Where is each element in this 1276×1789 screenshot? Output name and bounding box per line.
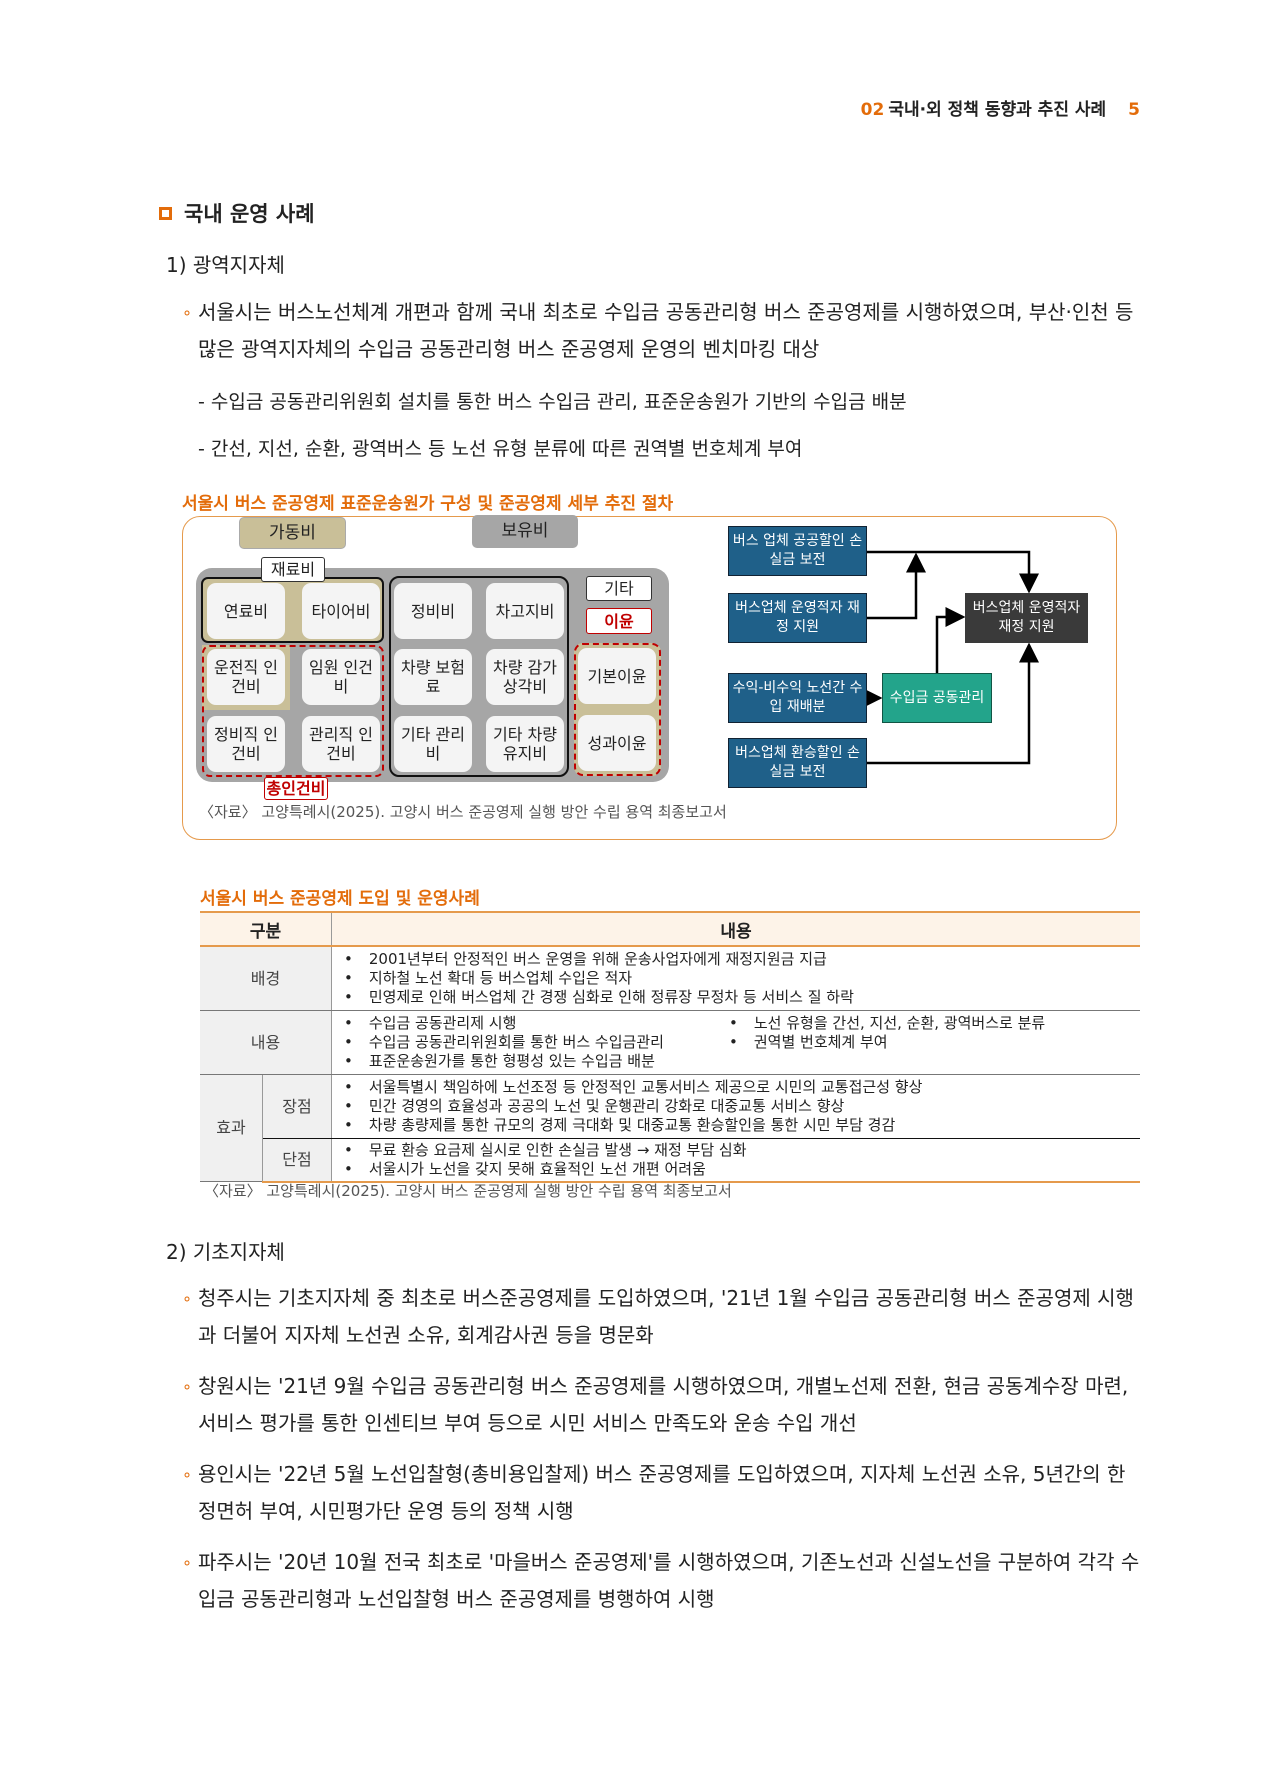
flow-box-transfer-discount: 버스업체 환승할인 손실금 보전 — [728, 738, 867, 788]
table-header-row: 구분 내용 — [200, 911, 1140, 947]
circle-bullet-icon: ∘ — [182, 1465, 193, 1484]
cost-cell: 정비비 — [394, 583, 472, 639]
material-label: 재료비 — [261, 557, 325, 582]
paragraph: ∘청주시는 기초지자체 중 최초로 버스준공영제를 도입하였으며, '21년 1… — [182, 1280, 1140, 1354]
arrow — [867, 550, 1039, 594]
cost-cell: 운전직 인건비 — [207, 649, 285, 705]
cost-cell: 관리직 인건비 — [302, 716, 380, 772]
arrow — [867, 552, 926, 620]
flow-box-deficit-support: 버스업체 운영적자 재정 지원 — [728, 593, 867, 643]
circle-bullet-icon: ∘ — [182, 303, 193, 322]
flow-box-target: 버스업체 운영적자 재정 지원 — [965, 593, 1088, 643]
circle-bullet-icon: ∘ — [182, 1377, 193, 1396]
diagram-source: 〈자료〉 고양특례시(2025). 고양시 버스 준공영제 실행 방안 수립 용… — [199, 803, 727, 821]
profit-label: 이윤 — [586, 608, 652, 634]
section-heading: 국내 운영 사례 — [159, 198, 315, 228]
labor-group — [202, 645, 384, 777]
paragraph: ∘서울시는 버스노선체계 개편과 함께 국내 최초로 수입금 공동관리형 버스 … — [182, 294, 1140, 368]
circle-bullet-icon: ∘ — [182, 1553, 193, 1572]
diagram-title: 서울시 버스 준공영제 표준운송원가 구성 및 준공영제 세부 추진 절차 — [182, 494, 674, 514]
table-row: 내용 수입금 공동관리제 시행수입금 공동관리위원회를 통한 버스 수입금관리표… — [200, 1010, 1140, 1075]
holding-group — [389, 576, 569, 777]
cost-cell: 성과이윤 — [578, 715, 656, 771]
cost-cell: 기본이윤 — [578, 648, 656, 704]
arrow — [935, 607, 966, 673]
cost-cell: 차량 감가상각비 — [486, 649, 564, 705]
labor-total-label: 총인건비 — [264, 777, 328, 800]
paragraph: ∘창원시는 '21년 9월 수입금 공동관리형 버스 준공영제를 시행하였으며,… — [182, 1368, 1140, 1442]
circle-bullet-icon: ∘ — [182, 1289, 193, 1308]
dash-item: - 수입금 공동관리위원회 설치를 통한 버스 수입금 관리, 표준운송원가 기… — [198, 391, 907, 413]
table-row: 배경 2001년부터 안정적인 버스 운영을 위해 운송사업자에게 재정지원금 … — [200, 946, 1140, 1011]
table-source: 〈자료〉 고양특례시(2025). 고양시 버스 준공영제 실행 방안 수립 용… — [204, 1182, 732, 1200]
table-row: 단점 무료 환승 요금제 실시로 인한 손실금 발생 → 재정 부담 심화서울시… — [200, 1138, 1140, 1183]
table-title: 서울시 버스 준공영제 도입 및 운영사례 — [200, 889, 480, 909]
cost-cell: 임원 인건비 — [302, 649, 380, 705]
case-table: 구분 내용 배경 2001년부터 안정적인 버스 운영을 위해 운송사업자에게 … — [200, 911, 1140, 1183]
subheading-1: 1) 광역지자체 — [166, 253, 285, 277]
operating-cost-label: 가동비 — [239, 517, 346, 549]
flow-arrows — [862, 550, 1039, 765]
dash-item: - 간선, 지선, 순환, 광역버스 등 노선 유형 분류에 따른 권역별 번호… — [198, 438, 803, 460]
square-bullet-icon — [159, 206, 172, 220]
flow-box-public-discount: 버스 업체 공공할인 손실금 보전 — [728, 526, 867, 576]
cost-cell: 차량 보험료 — [394, 649, 472, 705]
etc-label: 기타 — [586, 576, 652, 601]
cost-cell: 정비직 인건비 — [207, 716, 285, 772]
page-number: 5 — [1128, 100, 1140, 120]
paragraph: ∘파주시는 '20년 10월 전국 최초로 '마을버스 준공영제'를 시행하였으… — [182, 1544, 1140, 1618]
cost-cell: 차고지비 — [486, 583, 564, 639]
subheading-2: 2) 기초지자체 — [166, 1240, 285, 1264]
arrow — [867, 642, 1039, 765]
paragraph: ∘용인시는 '22년 5월 노선입찰형(총비용입찰제) 버스 준공영제를 도입하… — [182, 1456, 1140, 1530]
cost-cell: 타이어비 — [302, 583, 380, 639]
cost-cell: 연료비 — [207, 583, 285, 639]
flow-box-redistribution: 수익-비수익 노선간 수입 재배분 — [728, 673, 867, 723]
flow-box-revenue-pool: 수입금 공동관리 — [882, 673, 992, 723]
cost-cell: 기타 차량유지비 — [486, 716, 564, 772]
table-row: 효과 장점 서울특별시 책임하에 노선조정 등 안정적인 교통서비스 제공으로 … — [200, 1074, 1140, 1182]
cost-cell: 기타 관리비 — [394, 716, 472, 772]
holding-cost-label: 보유비 — [472, 515, 578, 548]
